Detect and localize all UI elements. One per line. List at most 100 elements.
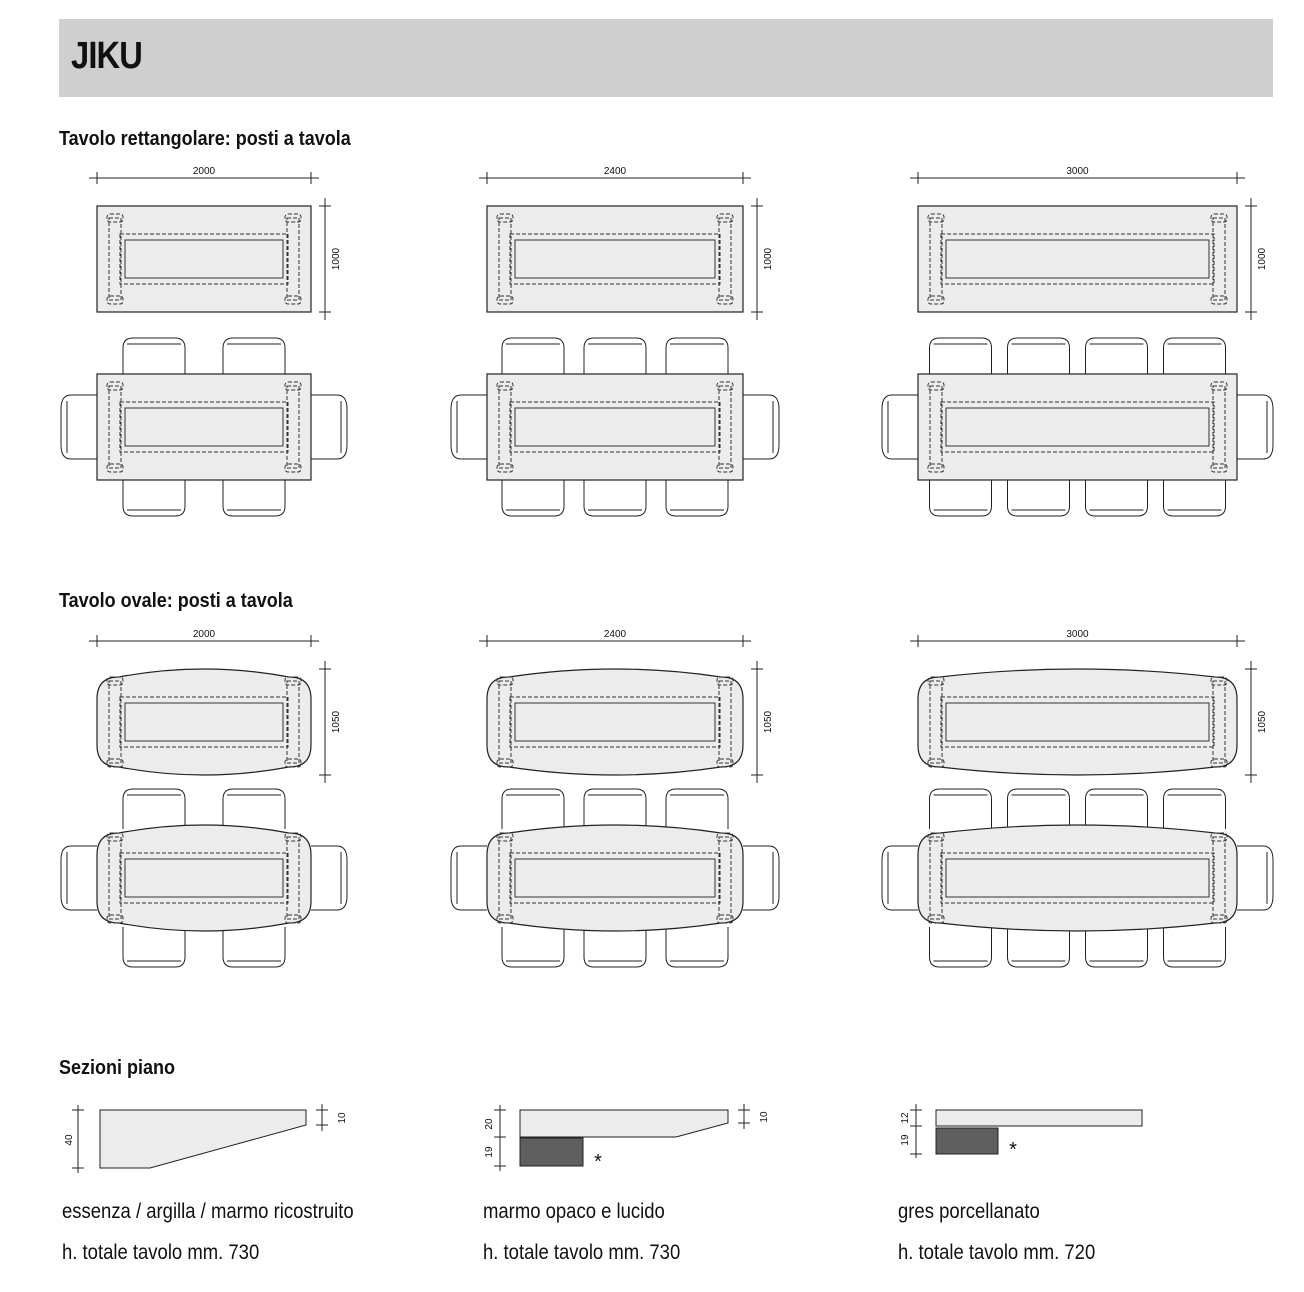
section-3-top-label: 12 bbox=[900, 1112, 911, 1124]
section-3-height: h. totale tavolo mm. 720 bbox=[898, 1241, 1096, 1264]
section-2-base-label: 19 bbox=[484, 1146, 495, 1158]
rect-2-chair-top-3 bbox=[665, 337, 729, 378]
oval-2-chair-top-3 bbox=[665, 788, 729, 829]
section-3-material: gres porcellanato bbox=[898, 1200, 1040, 1223]
oval-3-plan-foot-0 bbox=[927, 676, 945, 686]
rect-1-chair-bottom-2 bbox=[222, 476, 286, 517]
rect-3-seated-foot-0 bbox=[927, 381, 945, 391]
oval-3-plan-beam-frame bbox=[940, 696, 1215, 748]
oval-table-1 bbox=[60, 668, 348, 968]
rect-3-plan-top bbox=[917, 205, 1238, 313]
rect-1-seated-foot-1 bbox=[106, 463, 124, 473]
rect-1-seated-leg-left bbox=[108, 385, 122, 469]
oval-2-plan-beam-inner bbox=[514, 702, 716, 742]
oval-3-seated-foot-2 bbox=[1210, 832, 1228, 842]
oval-2-chair-top-1 bbox=[501, 788, 565, 829]
rect-3-plan-beam-frame bbox=[940, 233, 1215, 285]
oval-2-seated-top bbox=[486, 824, 744, 932]
section-2-top-label: 20 bbox=[484, 1118, 495, 1130]
rect-1-chair-left bbox=[60, 394, 97, 460]
rect-3-plan-foot-0 bbox=[927, 213, 945, 223]
oval-2-plan-foot-3 bbox=[716, 758, 734, 768]
rect-2-length-dim: 2400 bbox=[479, 166, 751, 184]
oval-1-plan-foot-1 bbox=[106, 758, 124, 768]
oval-1-chair-bottom-1 bbox=[122, 927, 186, 968]
section-1-material: essenza / argilla / marmo ricostruito bbox=[62, 1200, 354, 1223]
rect-3-seated-foot-3 bbox=[1210, 463, 1228, 473]
oval-2-seated-beam-inner bbox=[514, 858, 716, 898]
rect-2-chair-top-2 bbox=[583, 337, 647, 378]
oval-1-seated-foot-0 bbox=[106, 832, 124, 842]
rect-2-seated-foot-2 bbox=[716, 381, 734, 391]
rect-2-seated-foot-1 bbox=[496, 463, 514, 473]
section-2-base bbox=[519, 1137, 584, 1167]
oval-2-seated-foot-3 bbox=[716, 914, 734, 924]
rect-2-plan-foot-3 bbox=[716, 295, 734, 305]
rect-1-plan-foot-0 bbox=[106, 213, 124, 223]
section-2-asterisk: * bbox=[594, 1151, 602, 1173]
rect-1-plan-foot-2 bbox=[284, 213, 302, 223]
rect-2-plan-leg-left bbox=[498, 217, 512, 301]
oval-3-chair-top-3 bbox=[1085, 788, 1148, 829]
rect-2-plan-leg-right bbox=[718, 217, 732, 301]
oval-3-seated-beam-frame bbox=[940, 852, 1215, 904]
oval-1-width-dim-label: 1050 bbox=[331, 710, 342, 733]
oval-3-seated-leg-left bbox=[929, 836, 943, 920]
oval-3-seated-foot-3 bbox=[1210, 914, 1228, 924]
rect-1-length-dim: 2000 bbox=[89, 166, 319, 184]
oval-3-chair-top-2 bbox=[1007, 788, 1070, 829]
rect-2-chair-right bbox=[743, 394, 780, 460]
oval-3-chair-left bbox=[881, 845, 918, 911]
rect-2-plan-foot-0 bbox=[496, 213, 514, 223]
rect-3-chair-bottom-1 bbox=[929, 476, 992, 517]
oval-2-plan-foot-1 bbox=[496, 758, 514, 768]
rect-3-length-dim: 3000 bbox=[910, 166, 1245, 184]
rect-2-chair-bottom-3 bbox=[665, 476, 729, 517]
oval-1-chair-bottom-2 bbox=[222, 927, 286, 968]
oval-3-length-dim: 3000 bbox=[910, 629, 1245, 647]
oval-2-chair-bottom-2 bbox=[583, 927, 647, 968]
oval-2-plan-leg-left bbox=[498, 680, 512, 764]
brand-title: JIKU bbox=[71, 35, 143, 77]
section-3-top bbox=[935, 1109, 1143, 1127]
rect-3-chair-bottom-3 bbox=[1085, 476, 1148, 517]
rect-table-2 bbox=[450, 205, 780, 517]
oval-3-seated-foot-0 bbox=[927, 832, 945, 842]
rect-2-seated-leg-right bbox=[718, 385, 732, 469]
oval-3-chair-bottom-2 bbox=[1007, 927, 1070, 968]
rect-2-seated-leg-left bbox=[498, 385, 512, 469]
header-bar: JIKU bbox=[59, 19, 1273, 97]
oval-2-seated-foot-1 bbox=[496, 914, 514, 924]
section-2-top bbox=[519, 1109, 729, 1138]
oval-2-width-dim-label: 1050 bbox=[763, 710, 774, 733]
oval-3-chair-bottom-1 bbox=[929, 927, 992, 968]
rect-1-plan-foot-1 bbox=[106, 295, 124, 305]
rect-2-seated-foot-3 bbox=[716, 463, 734, 473]
oval-2-seated-beam-frame bbox=[509, 852, 721, 904]
section-2-material: marmo opaco e lucido bbox=[483, 1200, 665, 1223]
rect-2-seated-beam-frame bbox=[509, 401, 721, 453]
oval-1-width-dim: 1050 bbox=[319, 661, 342, 783]
rect-3-chair-top-4 bbox=[1163, 337, 1226, 378]
oval-1-length-dim-label: 2000 bbox=[193, 629, 216, 640]
oval-2-plan-foot-2 bbox=[716, 676, 734, 686]
rect-1-chair-bottom-1 bbox=[122, 476, 186, 517]
oval-2-chair-bottom-1 bbox=[501, 927, 565, 968]
oval-3-plan-leg-right bbox=[1212, 680, 1226, 764]
rect-3-chair-top-2 bbox=[1007, 337, 1070, 378]
oval-3-chair-right bbox=[1237, 845, 1274, 911]
rect-3-seated-beam-inner bbox=[945, 407, 1210, 447]
oval-3-width-dim: 1050 bbox=[1245, 661, 1268, 783]
oval-3-chair-top-4 bbox=[1163, 788, 1226, 829]
oval-2-seated-foot-2 bbox=[716, 832, 734, 842]
oval-3-plan-foot-3 bbox=[1210, 758, 1228, 768]
rect-1-plan-top bbox=[96, 205, 312, 313]
rect-1-seated-foot-3 bbox=[284, 463, 302, 473]
oval-3-seated-foot-1 bbox=[927, 914, 945, 924]
rect-1-plan-beam-inner bbox=[124, 239, 284, 279]
rect-2-plan-beam-frame bbox=[509, 233, 721, 285]
section-3-asterisk: * bbox=[1009, 1139, 1017, 1161]
rect-3-chair-top-3 bbox=[1085, 337, 1148, 378]
